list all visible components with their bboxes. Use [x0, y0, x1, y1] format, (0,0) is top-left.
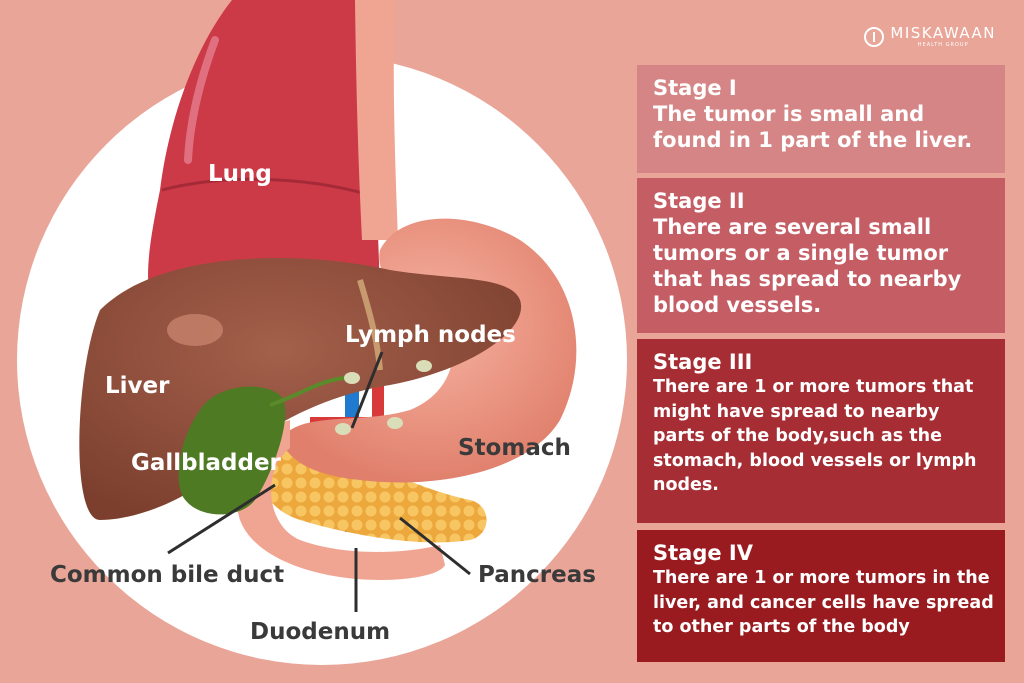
stage-4-title: Stage IV	[653, 541, 753, 565]
brand-logo: MISKAWAAN HEALTH GROUP	[864, 26, 996, 48]
label-stomach: Stomach	[458, 435, 571, 461]
stage-3-panel: Stage III There are 1 or more tumors tha…	[637, 339, 1005, 523]
label-gallbladder: Gallbladder	[131, 450, 282, 476]
lymph-node	[335, 423, 351, 435]
stage-1-panel: Stage I The tumor is small and found in …	[637, 65, 1005, 173]
brand-subtitle: HEALTH GROUP	[917, 42, 969, 48]
stage-1-text: The tumor is small and found in 1 part o…	[653, 102, 973, 152]
stomach-shape	[280, 218, 577, 483]
lung-shape	[148, 0, 380, 300]
brand-name: MISKAWAAN	[890, 24, 996, 42]
stage-4-text: There are 1 or more tumors in the liver,…	[653, 568, 994, 637]
lung-highlight	[184, 36, 219, 164]
label-lung: Lung	[208, 161, 272, 187]
stage-4-panel: Stage IV There are 1 or more tumors in t…	[637, 530, 1005, 662]
lymph-node	[344, 372, 360, 384]
bile-duct-shape	[269, 376, 346, 407]
esophagus-shape	[355, 0, 398, 240]
pointer-common-bile-duct	[167, 483, 276, 555]
liver-highlight	[167, 314, 223, 346]
stage-2-panel: Stage II There are several small tumors …	[637, 178, 1005, 333]
stage-2-text: There are several small tumors or a sing…	[653, 215, 962, 317]
pointer-pancreas	[399, 516, 471, 576]
label-common-bile-duct: Common bile duct	[50, 562, 284, 588]
lung-fold	[161, 177, 371, 197]
label-lymph-nodes: Lymph nodes	[345, 322, 516, 348]
label-duodenum: Duodenum	[250, 619, 390, 645]
stage-2-title: Stage II	[653, 189, 745, 213]
stage-3-title: Stage III	[653, 350, 753, 374]
label-liver: Liver	[105, 373, 170, 399]
pointer-lymph-nodes	[350, 351, 384, 429]
gallbladder-shape	[178, 386, 286, 515]
lymph-node	[387, 417, 403, 429]
stage-3-text: There are 1 or more tumors that might ha…	[653, 377, 977, 495]
stage-1-title: Stage I	[653, 76, 737, 100]
brand-logo-icon	[864, 27, 885, 47]
duodenum-shape	[235, 420, 445, 580]
label-pancreas: Pancreas	[478, 562, 596, 588]
lymph-node	[416, 360, 432, 372]
